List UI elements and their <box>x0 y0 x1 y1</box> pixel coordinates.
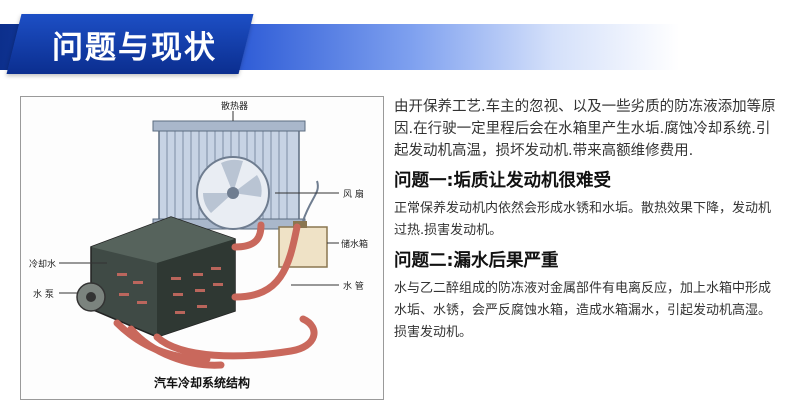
label-water-pump: 水 泵 <box>33 290 54 300</box>
problem-one-heading: 问题一:垢质让发动机很难受 <box>394 171 611 191</box>
coolant-pipes-icon <box>113 221 318 369</box>
problem-two-text: 水与乙二醉组成的防冻液对金属部件有电离反应，加上水箱中形成水垢、水锈，会严反腐蚀… <box>394 281 772 340</box>
label-radiator: 散热器 <box>221 102 249 112</box>
label-fan: 风 扇 <box>343 190 364 200</box>
water-pump-icon <box>76 282 106 312</box>
header-banner: 问题与现状 <box>0 0 790 80</box>
content-column: 由开保养工艺.车主的忽视、以及一些劣质的防冻液添加等原因.在行驶一定里程后会在水… <box>394 96 780 344</box>
label-reservoir: 储水箱 <box>341 240 369 250</box>
figure-caption: 汽车冷却系统结构 <box>153 376 250 390</box>
intro-paragraph: 由开保养工艺.车主的忽视、以及一些劣质的防冻液添加等原因.在行驶一定里程后会在水… <box>394 99 776 159</box>
fan-icon <box>196 156 270 230</box>
page-title: 问题与现状 <box>52 30 217 66</box>
label-leader-lines <box>59 111 339 294</box>
label-coolant: 冷却水 <box>29 260 57 270</box>
label-water-pipe: 水 管 <box>343 282 364 292</box>
cooling-system-drawing <box>59 111 339 369</box>
problem-two-heading: 问题二:漏水后果严重 <box>394 251 559 271</box>
problem-one-text: 正常保养发动机内依然会形成水锈和水垢。散热效果下降，发动机过热.损害发动机。 <box>394 201 772 238</box>
cooling-system-illustration: 散热器 风 扇 储水箱 水 管 冷却水 水 泵 汽车冷却系统结构 <box>20 96 384 400</box>
engine-icon <box>90 216 236 338</box>
